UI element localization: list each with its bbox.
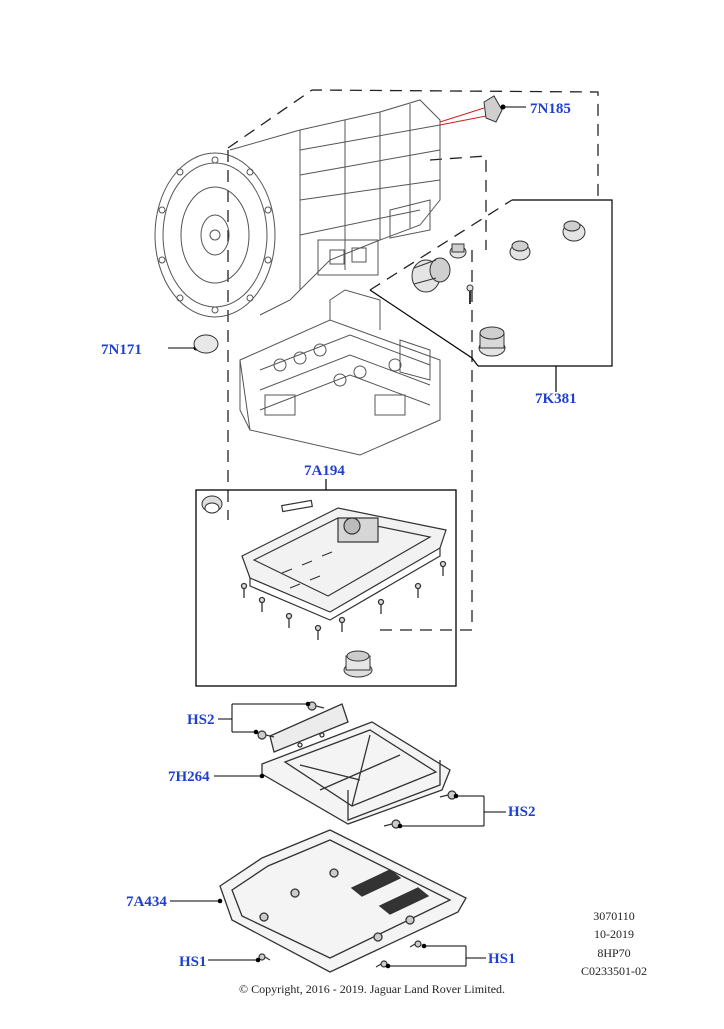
callout-7h264[interactable]: 7H264	[168, 769, 210, 785]
seal-kit-parts[interactable]	[411, 220, 586, 357]
seal-kit-bracket	[369, 199, 613, 392]
callout-hs1-right[interactable]: HS1	[488, 951, 516, 967]
vent-cap-part[interactable]	[439, 95, 526, 126]
large-plug-part[interactable]	[478, 326, 506, 357]
callout-7n171[interactable]: 7N171	[101, 342, 142, 358]
plug-7n171-part[interactable]	[168, 334, 219, 354]
skid-bracket[interactable]	[261, 703, 451, 825]
copyright-notice: © Copyright, 2016 - 2019. Jaguar Land Ro…	[238, 982, 506, 996]
callout-hs2-right[interactable]: HS2	[508, 804, 536, 820]
reference-model: 8HP70	[597, 946, 631, 960]
leader-dots	[217, 701, 459, 969]
under-shield-bolts[interactable]	[258, 940, 422, 968]
transmission-assembly[interactable]	[154, 99, 441, 318]
callout-7a434[interactable]: 7A434	[126, 894, 167, 910]
grommet-part[interactable]	[562, 220, 586, 242]
small-plug-part[interactable]	[449, 243, 467, 259]
callout-7n185[interactable]: 7N185	[530, 101, 571, 117]
small-bolt-part[interactable]	[466, 284, 474, 304]
callout-hs2-top[interactable]: HS2	[187, 712, 215, 728]
reference-code: C0233501-02	[581, 964, 647, 978]
oil-pan-kit-box	[195, 479, 457, 687]
reference-date: 10-2019	[594, 927, 634, 941]
oil-pan[interactable]	[241, 499, 447, 621]
pan-seal-part[interactable]	[201, 495, 223, 514]
reference-number: 3070110	[593, 909, 635, 923]
callout-7a194[interactable]: 7A194	[304, 463, 345, 479]
callout-hs1-left[interactable]: HS1	[179, 954, 207, 970]
drain-plug-part[interactable]	[343, 650, 373, 678]
callout-7k381[interactable]: 7K381	[535, 391, 577, 407]
pan-bolts[interactable]	[240, 560, 447, 641]
valve-body[interactable]	[239, 289, 441, 456]
assembly-dashed-lines	[227, 89, 599, 631]
connector-sleeve-part[interactable]	[411, 257, 451, 293]
seal-ring-part[interactable]	[509, 240, 531, 261]
under-shield[interactable]	[219, 829, 467, 973]
leader-lines	[170, 703, 506, 967]
